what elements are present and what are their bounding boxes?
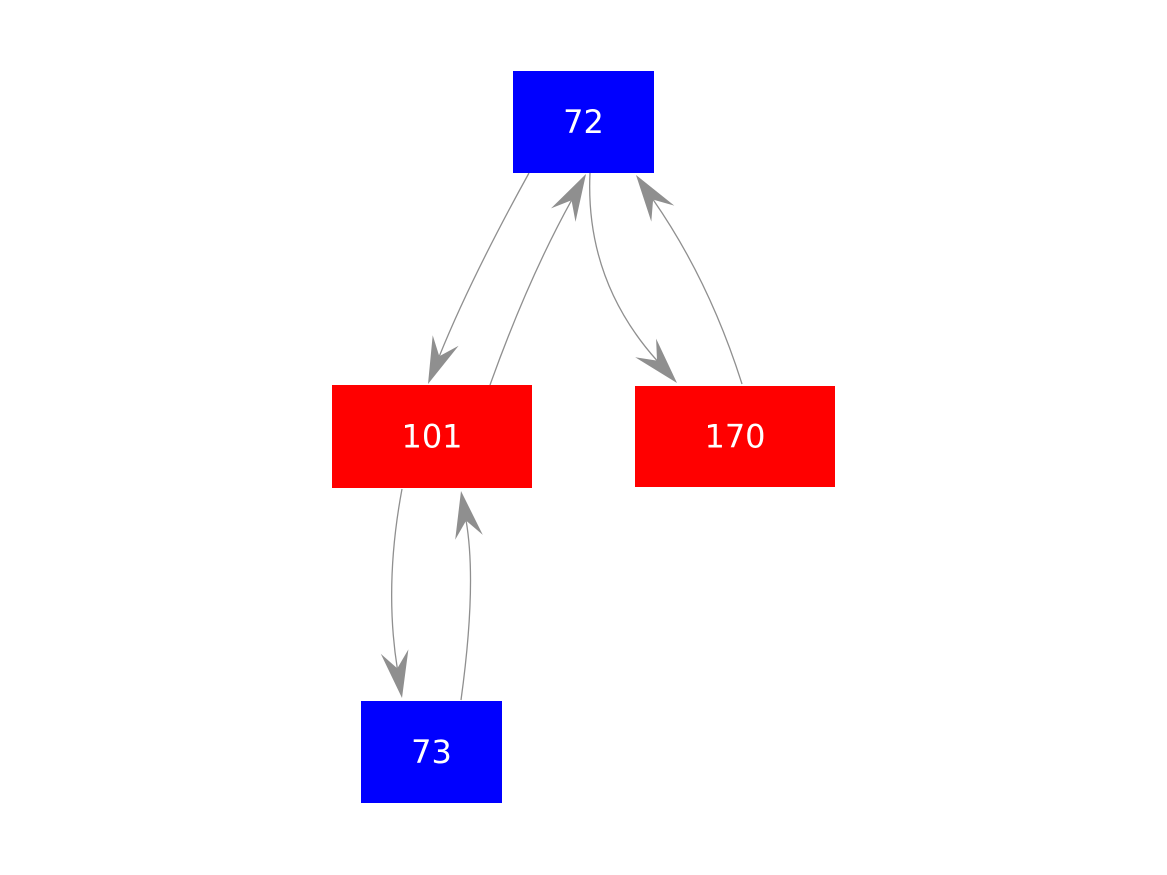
node-73: 73 [361, 701, 502, 803]
node-72: 72 [513, 71, 654, 173]
node-101: 101 [332, 385, 532, 488]
arrowhead-101-72 [551, 174, 586, 222]
node-170-label: 170 [704, 418, 765, 456]
node-73-label: 73 [411, 733, 452, 771]
edge-73-101 [460, 520, 472, 701]
node-101-box [332, 385, 532, 488]
nodes: 72 101 170 73 [332, 71, 835, 803]
arrowhead-170-72 [636, 175, 675, 222]
node-72-label: 72 [563, 103, 604, 141]
arrowhead-72-101 [428, 335, 459, 384]
arrowhead-101-73 [380, 649, 409, 698]
edge-lines [390, 172, 743, 701]
edge-101-73 [390, 488, 403, 669]
node-170: 170 [635, 386, 835, 487]
node-73-box [361, 701, 502, 803]
node-72-box [513, 71, 654, 173]
edge-arrowheads [380, 174, 677, 698]
arrowhead-72-170 [635, 338, 677, 383]
node-101-label: 101 [401, 418, 462, 456]
edge-101-72 [489, 199, 573, 386]
edge-72-101 [438, 172, 530, 357]
node-170-box [635, 386, 835, 487]
edge-170-72 [652, 199, 743, 385]
edge-72-170 [589, 172, 658, 362]
arrowhead-73-101 [455, 491, 483, 540]
